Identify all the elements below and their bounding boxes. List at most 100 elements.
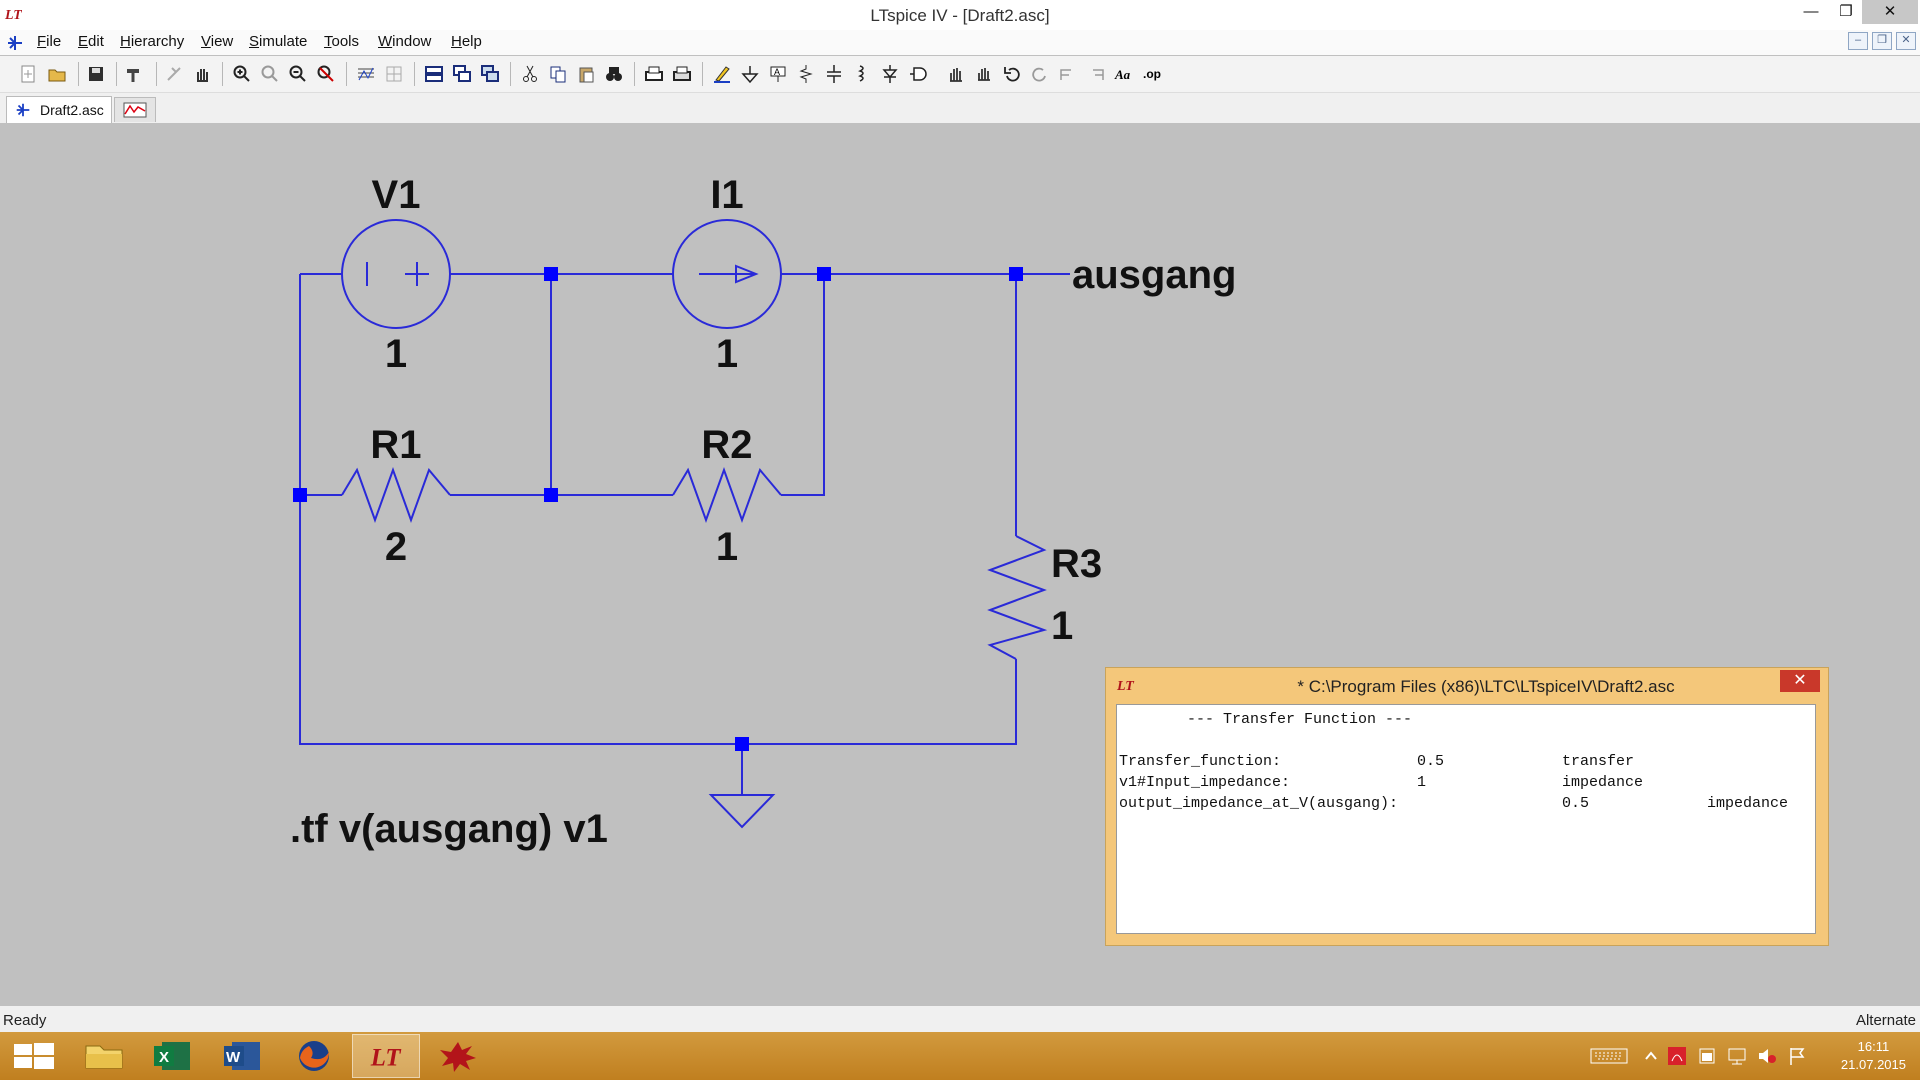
r2-name-label[interactable]: R2 [701,423,752,467]
spice-directive-icon[interactable]: .op [1142,64,1162,84]
pan-hand-icon[interactable] [192,64,212,84]
undo-icon[interactable] [1002,64,1022,84]
menu-hierarchy[interactable]: Hierarchy [120,33,185,50]
menu-tools[interactable]: Tools [324,33,360,50]
ground-symbol[interactable] [708,794,776,829]
r3-resistor[interactable] [987,535,1048,660]
minimize-button[interactable]: — [1803,3,1819,20]
capacitor-icon[interactable] [824,64,844,84]
mdi-minimize-button[interactable]: – [1848,32,1868,50]
r2-resistor[interactable] [672,467,782,523]
menu-help[interactable]: Help [451,33,482,50]
document-menu-icon[interactable] [5,33,25,53]
cascade-windows-icon[interactable] [452,64,472,84]
save-icon[interactable] [86,64,106,84]
menu-simulate[interactable]: Simulate [249,33,308,50]
zoom-out-icon[interactable] [288,64,308,84]
r3-name-label[interactable]: R3 [1051,542,1102,586]
schematic-drawing: V1 1 I1 1 R1 2 R2 1 R3 1 ausgang .tf v(a… [290,173,1236,851]
menu-view[interactable]: View [201,33,234,50]
zoom-in-icon[interactable] [232,64,252,84]
r1-name-label[interactable]: R1 [370,423,421,467]
v1-value-label[interactable]: 1 [385,332,407,376]
wire[interactable] [781,274,825,496]
run-simulation-icon[interactable] [164,64,184,84]
tab-waveform-viewer[interactable] [114,97,156,122]
autorange-icon[interactable] [356,64,376,84]
mdi-close-button[interactable]: ✕ [1896,32,1916,50]
tf-row-name: v1#Input_impedance: [1119,774,1291,791]
document-tab-bar: Draft2.asc [0,93,1920,123]
zoom-back-icon[interactable] [260,64,280,84]
v1-voltage-source[interactable] [341,219,451,329]
inductor-icon[interactable] [852,64,872,84]
word-icon[interactable]: W [210,1034,278,1078]
ground-symbol-icon[interactable] [740,64,760,84]
r1-value-label[interactable]: 2 [385,525,407,569]
maximize-button[interactable]: ❐ [1839,3,1853,20]
show-hidden-icons-icon[interactable] [1640,1046,1662,1066]
mirror-icon[interactable] [1086,64,1106,84]
rotate-icon[interactable] [1058,64,1078,84]
tile-vertical-icon[interactable] [480,64,500,84]
tf-close-button[interactable]: ✕ [1780,670,1820,692]
app-splat-icon[interactable] [424,1034,492,1078]
network-icon[interactable] [1726,1046,1748,1066]
component-icon[interactable] [908,64,928,84]
tile-horizontal-icon[interactable] [424,64,444,84]
tf-row-unit: transfer [1562,753,1635,770]
paste-icon[interactable] [576,64,596,84]
control-panel-hammer-icon[interactable] [124,64,144,84]
diode-icon[interactable] [880,64,900,84]
zoom-fit-icon[interactable] [316,64,336,84]
tab-draft2-schematic[interactable]: Draft2.asc [6,96,112,123]
copy-icon[interactable] [548,64,568,84]
redo-icon[interactable] [1030,64,1050,84]
tf-results-text[interactable]: --- Transfer Function --- Transfer_funct… [1116,704,1816,934]
ltspice-taskbar-icon[interactable]: LT [352,1034,420,1078]
menu-file[interactable]: File [37,33,62,50]
svg-text:A: A [774,67,780,77]
junction-node [817,267,831,281]
find-binoculars-icon[interactable] [604,64,624,84]
svg-text:Aa: Aa [1114,67,1131,82]
taskbar-clock[interactable]: 16:11 21.07.2015 [1841,1038,1906,1074]
windows-start-icon[interactable] [0,1034,68,1078]
resistor-icon[interactable] [796,64,816,84]
file-explorer-icon[interactable] [70,1034,138,1078]
transfer-function-window[interactable]: LT * C:\Program Files (x86)\LTC\LTspiceI… [1105,667,1829,946]
menu-edit[interactable]: Edit [78,33,104,50]
i1-value-label[interactable]: 1 [716,332,738,376]
mdi-restore-button[interactable]: ❐ [1872,32,1892,50]
new-schematic-icon[interactable] [18,64,38,84]
svg-text:.op: .op [1143,67,1161,81]
close-button[interactable]: ✕ [1862,0,1918,24]
move-hand-icon[interactable] [946,64,966,84]
r2-value-label[interactable]: 1 [716,525,738,569]
keyboard-icon[interactable] [1590,1046,1628,1066]
v1-name-label[interactable]: V1 [372,173,421,217]
print-setup-icon[interactable] [644,64,664,84]
open-folder-icon[interactable] [47,64,67,84]
i1-current-source[interactable] [672,219,782,329]
firefox-icon[interactable] [280,1034,348,1078]
action-center-flag-icon[interactable] [1786,1046,1808,1066]
r1-resistor[interactable] [341,467,451,523]
grid-icon[interactable] [384,64,404,84]
drag-hand-icon[interactable] [974,64,994,84]
spice-directive[interactable]: .tf v(ausgang) v1 [290,807,608,851]
r3-value-label[interactable]: 1 [1051,604,1073,648]
cut-icon[interactable] [520,64,540,84]
print-icon[interactable] [672,64,692,84]
volume-muted-icon[interactable] [1756,1046,1778,1066]
i1-name-label[interactable]: I1 [710,173,743,217]
net-label-icon[interactable]: A [768,64,788,84]
battery-icon[interactable] [1696,1046,1718,1066]
net-label-ausgang[interactable]: ausgang [1072,253,1236,297]
wire[interactable] [299,274,1017,745]
draw-wire-pencil-icon[interactable] [712,64,732,84]
acrobat-tray-icon[interactable] [1666,1046,1688,1066]
menu-window[interactable]: Window [378,33,432,50]
text-icon[interactable]: Aa [1114,64,1134,84]
excel-icon[interactable]: X [140,1034,208,1078]
